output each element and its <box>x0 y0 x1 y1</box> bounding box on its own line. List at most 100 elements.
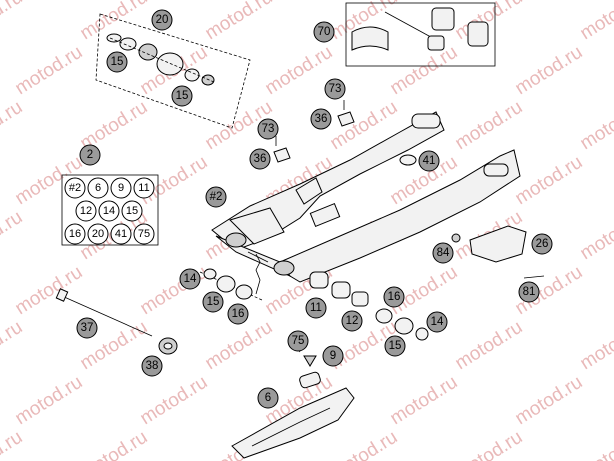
svg-text:36: 36 <box>254 153 267 165</box>
watermark-text: motod.ru <box>387 372 462 430</box>
svg-text:16: 16 <box>69 228 81 240</box>
watermark-text: motod.ru <box>577 317 614 375</box>
center-bushings <box>309 271 429 341</box>
watermark-text: motod.ru <box>327 427 402 461</box>
swingarm-axle <box>55 288 178 355</box>
callout-73-a: 73 <box>324 78 346 100</box>
left-bearing-parts <box>203 268 253 300</box>
svg-text:26: 26 <box>536 238 549 250</box>
svg-text:73: 73 <box>329 83 342 95</box>
svg-text:37: 37 <box>81 322 94 334</box>
svg-text:15: 15 <box>389 340 402 352</box>
callout-2-assembly: #2 <box>205 186 227 208</box>
callout-15-right: 15 <box>384 335 406 357</box>
svg-text:41: 41 <box>423 155 436 167</box>
watermark-text: motod.ru <box>77 427 152 461</box>
svg-text:73: 73 <box>262 123 275 135</box>
watermark-text: motod.ru <box>0 427 26 461</box>
watermark-text: motod.ru <box>0 97 26 155</box>
svg-text:12: 12 <box>346 315 359 327</box>
kit-number: 75 <box>133 223 155 245</box>
callout-14-right: 14 <box>426 311 448 333</box>
svg-text:6: 6 <box>95 182 101 194</box>
swingarm-body <box>211 111 521 283</box>
svg-text:14: 14 <box>184 273 197 285</box>
callout-84: 84 <box>432 242 454 264</box>
watermark-text: motod.ru <box>577 207 614 265</box>
kit-number: 6 <box>87 177 109 199</box>
callout-12: 12 <box>341 310 363 332</box>
svg-text:81: 81 <box>523 286 536 298</box>
watermark-text: motod.ru <box>452 97 527 155</box>
watermark-text: motod.ru <box>202 0 277 44</box>
watermark-text: motod.ru <box>577 0 614 44</box>
callout-38: 38 <box>141 355 163 377</box>
svg-text:84: 84 <box>437 247 450 259</box>
callout-81: 81 <box>518 281 540 303</box>
svg-text:70: 70 <box>318 26 331 38</box>
watermark-text: motod.ru <box>12 42 87 100</box>
callout-36-b: 36 <box>249 148 271 170</box>
watermark-text: motod.ru <box>512 152 587 210</box>
svg-text:15: 15 <box>207 296 220 308</box>
svg-text:16: 16 <box>388 291 401 303</box>
watermark-text: motod.ru <box>512 372 587 430</box>
clips <box>273 111 417 166</box>
callout-16-left: 16 <box>227 303 249 325</box>
watermark-text: motod.ru <box>452 317 527 375</box>
svg-text:2: 2 <box>87 149 93 161</box>
svg-text:9: 9 <box>330 350 336 362</box>
kit-number: #2 <box>64 177 86 199</box>
svg-text:75: 75 <box>138 228 150 240</box>
callout-26: 26 <box>531 233 553 255</box>
watermark-text: motod.ru <box>12 262 87 320</box>
svg-text:14: 14 <box>431 316 444 328</box>
svg-text:#2: #2 <box>69 182 81 194</box>
watermark-text: motod.ru <box>0 0 26 44</box>
chain-guide <box>451 225 545 279</box>
svg-text:38: 38 <box>146 360 159 372</box>
svg-text:20: 20 <box>156 14 169 26</box>
kit-number: 11 <box>133 177 155 199</box>
callout-15-left: 15 <box>202 291 224 313</box>
chain-slider <box>231 355 355 459</box>
svg-text:11: 11 <box>138 182 149 194</box>
bearing-detail-box <box>95 13 251 129</box>
callout-73-b: 73 <box>257 118 279 140</box>
watermark-text: motod.ru <box>452 427 527 461</box>
watermark-text: motod.ru <box>137 372 212 430</box>
watermark-text: motod.ru <box>0 317 26 375</box>
watermark-text: motod.ru <box>577 97 614 155</box>
watermark-text: motod.ru <box>512 42 587 100</box>
callout-16-right: 16 <box>383 286 405 308</box>
guide-detail-box <box>345 2 496 67</box>
callout-41: 41 <box>418 150 440 172</box>
callout-70: 70 <box>313 21 335 43</box>
kit-number: 16 <box>64 223 86 245</box>
kit-number: 12 <box>75 200 97 222</box>
svg-text:41: 41 <box>115 228 127 240</box>
svg-text:75: 75 <box>292 335 305 347</box>
svg-text:9: 9 <box>118 182 124 194</box>
svg-text:15: 15 <box>176 90 189 102</box>
callout-9: 9 <box>322 345 344 367</box>
callout-20: 20 <box>151 9 173 31</box>
svg-text:15: 15 <box>111 56 124 68</box>
watermark-text: motod.ru <box>577 427 614 461</box>
callout-6: 6 <box>257 387 279 409</box>
callout-75: 75 <box>287 330 309 352</box>
watermark-text: motod.ru <box>137 262 212 320</box>
watermark-text: motod.ru <box>452 0 527 44</box>
kit-number: 20 <box>87 223 109 245</box>
kit-number: 41 <box>110 223 132 245</box>
callout-37: 37 <box>76 317 98 339</box>
svg-text:11: 11 <box>310 302 322 314</box>
callout-36-a: 36 <box>310 108 332 130</box>
svg-text:16: 16 <box>232 308 245 320</box>
callout-14-left: 14 <box>179 268 201 290</box>
kit-number: 9 <box>110 177 132 199</box>
watermark-text: motod.ru <box>202 317 277 375</box>
watermark-text: motod.ru <box>387 42 462 100</box>
